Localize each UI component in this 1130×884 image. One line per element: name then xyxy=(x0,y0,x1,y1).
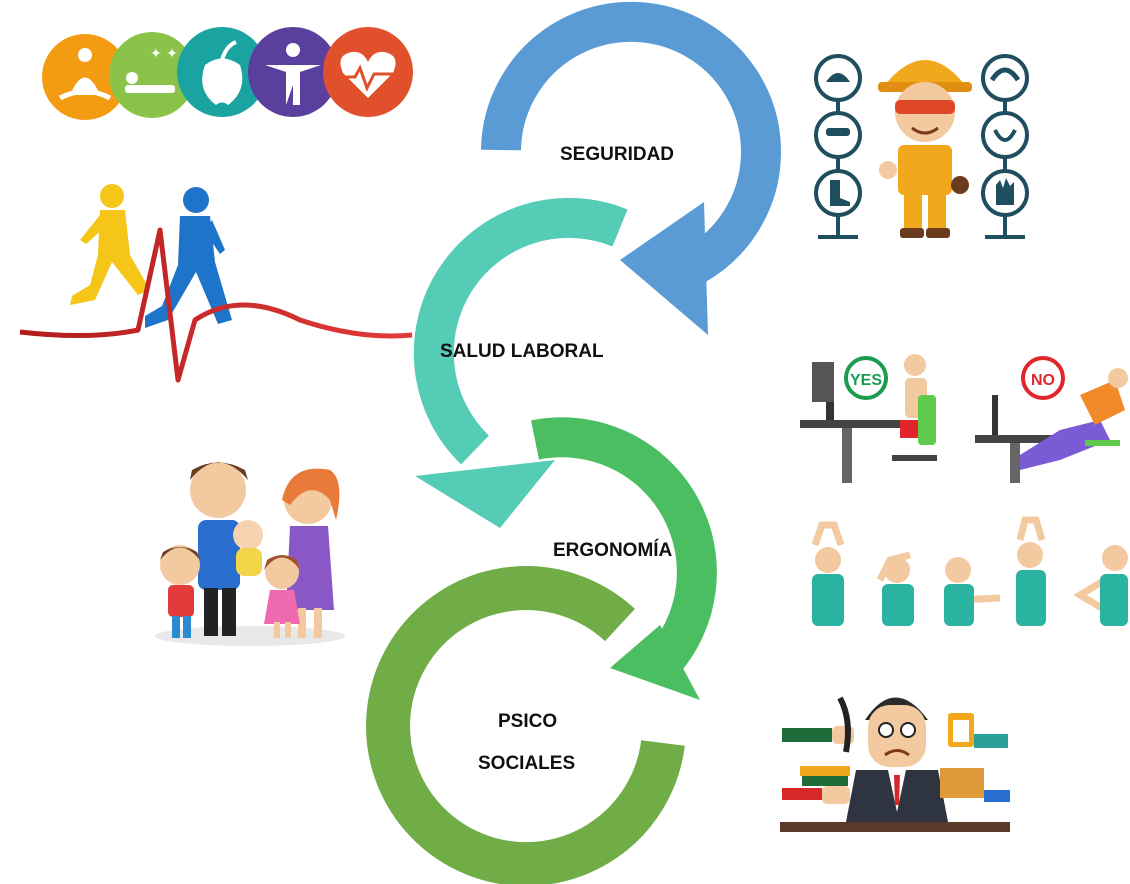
ergonomia-arrow xyxy=(531,417,717,700)
seguridad-arrow xyxy=(481,1,781,335)
ergonomics-posture-illustration: YES NO xyxy=(800,354,1128,483)
safety-icons-left xyxy=(814,54,862,239)
apple-icon xyxy=(177,27,267,117)
girl-icon xyxy=(264,555,300,638)
documents-hand-icon xyxy=(782,766,850,804)
box-hand-icon xyxy=(940,768,1010,802)
stretch-figure-2 xyxy=(876,551,914,626)
wellness-icons: ✦ ✦ xyxy=(42,27,413,120)
meditation-icon xyxy=(42,34,128,120)
ergonomia-label: ERGONOMÍA xyxy=(553,539,673,561)
yellow-runner-icon xyxy=(70,184,150,305)
psicosociales-label-line2: SOCIALES xyxy=(478,753,575,774)
salud-laboral-label: SALUD LABORAL xyxy=(440,341,604,362)
baby-icon xyxy=(233,520,263,576)
correct-posture-icon: YES xyxy=(800,354,937,483)
stretch-figure-3 xyxy=(944,557,1001,626)
family-illustration xyxy=(155,462,345,646)
father-icon xyxy=(190,462,248,636)
phone-hand-icon xyxy=(782,696,854,753)
salud-laboral-arrow xyxy=(413,197,628,528)
clipboard-hand-icon xyxy=(948,713,1008,748)
stretch-figure-1 xyxy=(811,521,845,626)
psychosocial-stress-illustration xyxy=(780,696,1010,832)
psicosociales-ring xyxy=(366,566,685,884)
boy-icon xyxy=(160,545,200,638)
safety-icons-right xyxy=(981,54,1029,239)
body-icon xyxy=(248,27,338,117)
svg-text:✦ ✦: ✦ ✦ xyxy=(150,46,178,62)
runners-heartbeat-illustration xyxy=(19,184,413,383)
heartbeat-line xyxy=(19,227,413,383)
mother-icon xyxy=(282,468,340,638)
seguridad-label: SEGURIDAD xyxy=(560,144,674,165)
heart-icon xyxy=(323,27,413,117)
stretching-exercises-illustration xyxy=(811,516,1128,626)
stretch-figure-4 xyxy=(1016,516,1046,626)
sleep-icon: ✦ ✦ xyxy=(109,32,195,118)
stretch-figure-5 xyxy=(1073,545,1128,626)
yes-badge: YES xyxy=(850,372,882,389)
no-badge: NO xyxy=(1031,372,1055,389)
stressed-worker-icon xyxy=(846,697,948,822)
psicosociales-label-line1: PSICO xyxy=(498,711,557,732)
safety-equipment-illustration xyxy=(814,54,1029,239)
construction-worker-icon xyxy=(878,60,972,238)
incorrect-posture-icon: NO xyxy=(975,356,1128,483)
